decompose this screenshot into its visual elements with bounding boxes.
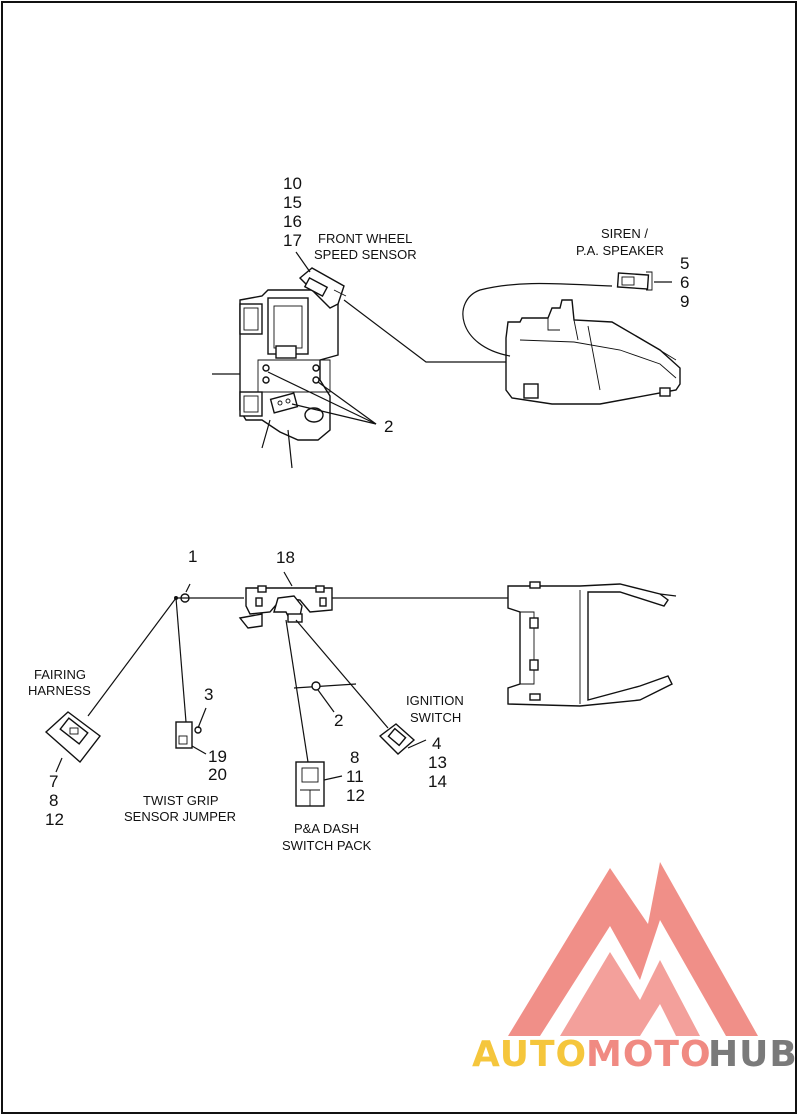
svg-text:8: 8 bbox=[350, 748, 359, 767]
svg-text:SWITCH PACK: SWITCH PACK bbox=[282, 838, 372, 853]
svg-text:3: 3 bbox=[204, 685, 213, 704]
twist-grip-connector bbox=[175, 721, 202, 749]
front-wheel-speed-sensor-connector bbox=[298, 267, 347, 309]
svg-text:13: 13 bbox=[428, 753, 447, 772]
svg-text:4: 4 bbox=[432, 734, 441, 753]
label-bracket: 18 bbox=[276, 548, 295, 567]
svg-text:SIREN /: SIREN / bbox=[601, 226, 648, 241]
upper-assembly bbox=[212, 251, 681, 469]
svg-text:P&A DASH: P&A DASH bbox=[294, 821, 359, 836]
svg-text:9: 9 bbox=[680, 292, 689, 311]
watermark-logo bbox=[508, 862, 758, 1036]
svg-text:20: 20 bbox=[208, 765, 227, 784]
lower-assembly bbox=[44, 571, 677, 807]
svg-text:17: 17 bbox=[283, 231, 302, 250]
bracket-18 bbox=[238, 585, 333, 629]
svg-text:SENSOR JUMPER: SENSOR JUMPER bbox=[124, 809, 236, 824]
label-fastener: 1 bbox=[188, 547, 197, 566]
svg-text:SWITCH: SWITCH bbox=[410, 710, 461, 725]
svg-text:5: 5 bbox=[680, 254, 689, 273]
svg-text:FAIRING: FAIRING bbox=[34, 667, 86, 682]
svg-text:P.A. SPEAKER: P.A. SPEAKER bbox=[576, 243, 664, 258]
label-fairing-harness: FAIRING HARNESS 7 8 12 bbox=[28, 667, 91, 829]
label-clip-upper: 2 bbox=[384, 417, 393, 436]
svg-text:HUB: HUB bbox=[708, 1034, 798, 1075]
svg-text:12: 12 bbox=[45, 810, 64, 829]
svg-text:AUTO: AUTO bbox=[472, 1034, 587, 1075]
svg-text:HARNESS: HARNESS bbox=[28, 683, 91, 698]
siren-connector bbox=[616, 271, 653, 291]
inner-fairing-lower bbox=[507, 581, 677, 707]
label-front-wheel-speed-sensor: 10 15 16 17 FRONT WHEEL SPEED SENSOR bbox=[283, 174, 417, 262]
svg-text:MOTO: MOTO bbox=[586, 1034, 712, 1075]
label-ignition-switch: IGNITION SWITCH 4 13 14 bbox=[406, 693, 464, 791]
fairing-housing bbox=[505, 299, 681, 405]
fairing-harness-connector bbox=[44, 711, 101, 764]
label-siren-pa-speaker: SIREN / P.A. SPEAKER 5 6 9 bbox=[576, 226, 689, 311]
svg-text:IGNITION: IGNITION bbox=[406, 693, 464, 708]
svg-text:19: 19 bbox=[208, 747, 227, 766]
svg-text:16: 16 bbox=[283, 212, 302, 231]
label-pa-dash-switch-pack: 8 11 12 P&A DASH SWITCH PACK bbox=[282, 748, 372, 853]
svg-text:7: 7 bbox=[49, 772, 58, 791]
label-clip-lower: 2 bbox=[334, 711, 343, 730]
watermark-text: AUTO MOTO HUB bbox=[472, 1034, 798, 1075]
svg-text:FRONT WHEEL: FRONT WHEEL bbox=[318, 231, 412, 246]
svg-text:10: 10 bbox=[283, 174, 302, 193]
svg-text:TWIST GRIP: TWIST GRIP bbox=[143, 793, 219, 808]
pa-dash-switch-pack-connector bbox=[295, 761, 325, 807]
svg-text:11: 11 bbox=[346, 767, 364, 786]
svg-text:SPEED SENSOR: SPEED SENSOR bbox=[314, 247, 417, 262]
svg-text:6: 6 bbox=[680, 273, 689, 292]
label-twist-grip-sensor-jumper: 3 19 20 TWIST GRIP SENSOR JUMPER bbox=[124, 685, 236, 824]
svg-text:12: 12 bbox=[346, 786, 365, 805]
svg-text:8: 8 bbox=[49, 791, 58, 810]
svg-text:14: 14 bbox=[428, 772, 447, 791]
ignition-switch-connector bbox=[378, 723, 416, 755]
svg-text:15: 15 bbox=[283, 193, 302, 212]
